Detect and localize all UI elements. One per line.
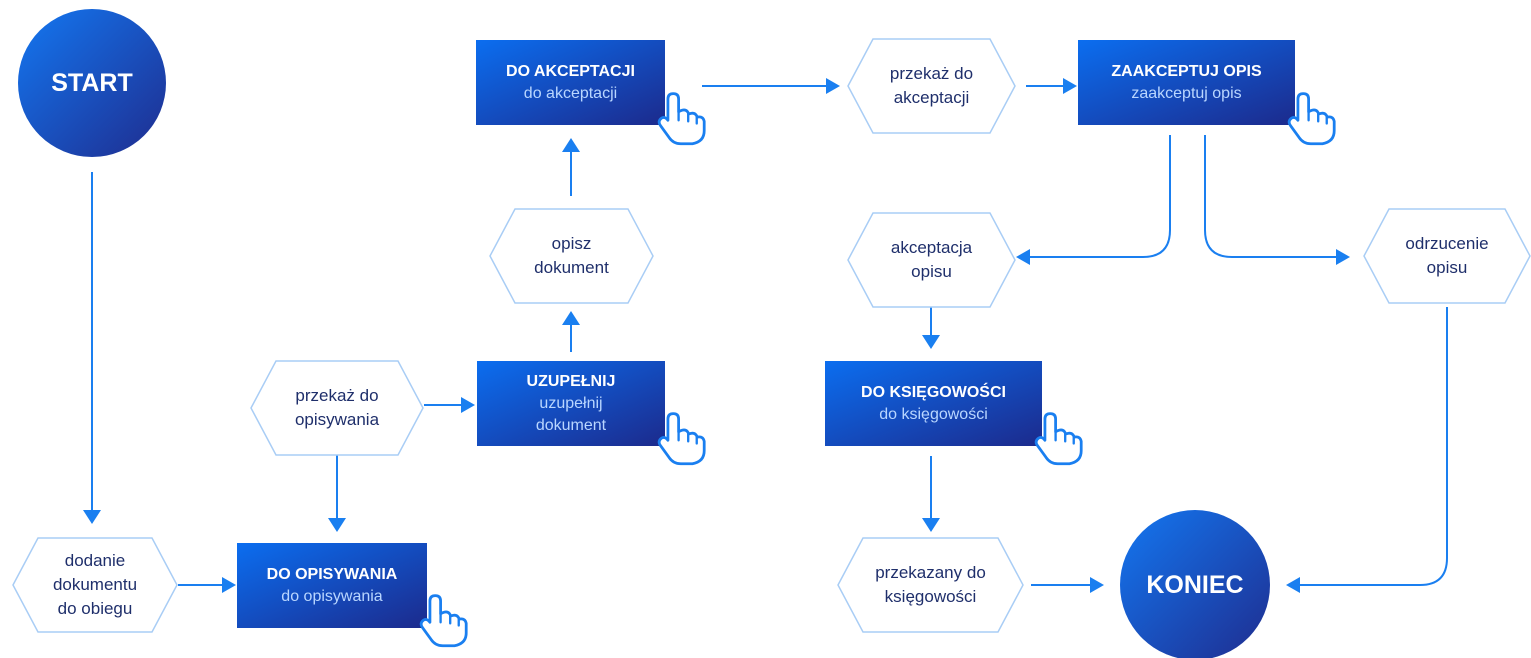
arrowhead — [328, 518, 346, 532]
arrowhead — [1286, 577, 1300, 593]
hand-pointer-icon[interactable] — [419, 594, 468, 648]
arrowhead — [922, 518, 940, 532]
arrowhead — [922, 335, 940, 349]
box-do-ksiegowosci — [825, 361, 1042, 446]
hand-pointer-icon[interactable] — [657, 92, 706, 146]
arrowhead — [83, 510, 101, 524]
hand-pointer-icon[interactable] — [657, 412, 706, 466]
hex-passed-to-accounting — [837, 537, 1024, 633]
arrowheads — [83, 78, 1350, 593]
arrowhead — [1090, 577, 1104, 593]
hex-add-document — [12, 537, 178, 633]
hand-pointer-icon[interactable] — [1287, 92, 1336, 146]
hex-describe-document — [489, 208, 654, 304]
connector-zaak-to-odrz — [1204, 135, 1336, 258]
hex-reject-description — [1363, 208, 1531, 304]
start-node — [18, 9, 166, 157]
arrowhead — [222, 577, 236, 593]
connector-zaak-to-akc — [1030, 135, 1171, 258]
box-do-akceptacji — [476, 40, 665, 125]
arrowhead — [562, 138, 580, 152]
box-zaakceptuj-opis — [1078, 40, 1295, 125]
hexagon-nodes — [12, 38, 1531, 633]
hand-pointer-icon[interactable] — [1034, 412, 1083, 466]
box-do-opisywania — [237, 543, 427, 628]
arrowhead — [1336, 249, 1350, 265]
hex-accept-description — [847, 212, 1016, 308]
arrowhead — [461, 397, 475, 413]
box-uzupelnij — [477, 361, 665, 446]
arrowhead — [562, 311, 580, 325]
arrowhead — [826, 78, 840, 94]
arrowhead — [1063, 78, 1077, 94]
hex-pass-to-describe — [250, 360, 424, 456]
connectors — [91, 85, 1448, 586]
hex-pass-to-accept — [847, 38, 1016, 134]
connector-odrz-to-koniec — [1300, 307, 1448, 586]
arrowhead — [1016, 249, 1030, 265]
end-node — [1120, 510, 1270, 658]
